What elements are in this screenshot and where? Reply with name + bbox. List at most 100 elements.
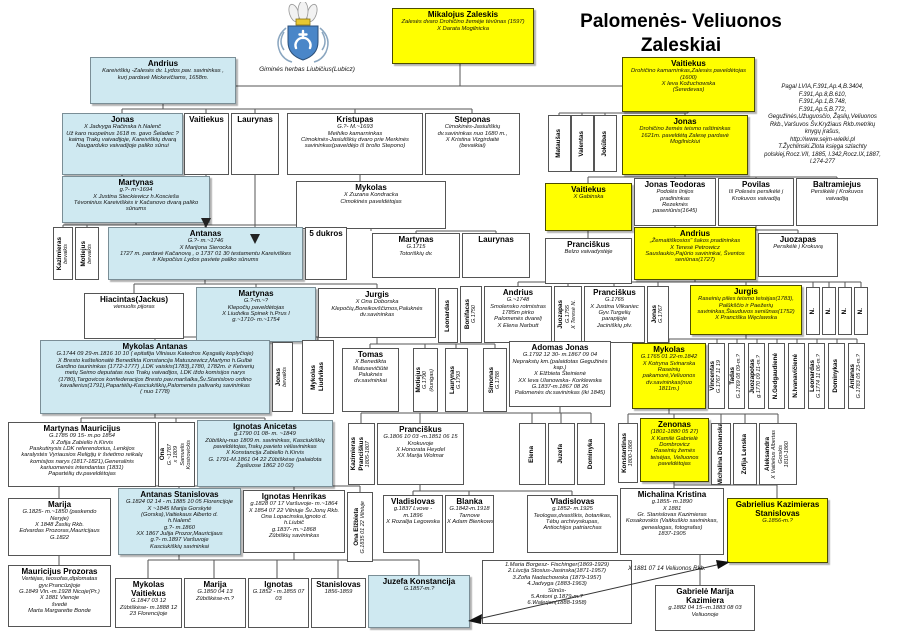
person-detail: G.?- m.~1746 bbox=[187, 238, 224, 245]
person-detail: Kasciukiškių savininkai bbox=[150, 543, 209, 550]
references-note: Pagal LVIA,F.391,Ap.4,B.3404, F.391,Ap.8… bbox=[764, 84, 881, 165]
person-detail: 1785m pirko bbox=[502, 309, 534, 316]
crest-caption: Giminės herbas Liubičius(Lubicz) bbox=[259, 66, 355, 73]
person-detail: (Šeredevas) bbox=[672, 87, 705, 94]
person-name: Ignotas Henrikas bbox=[261, 492, 327, 501]
person-detail: Kareiviškių -Zalesės dv. Lydos pav. savi… bbox=[102, 68, 224, 75]
person-detail: G.1765 01 22-m.1842 bbox=[640, 354, 698, 361]
person-detail: G.1842-m.1918 bbox=[449, 506, 490, 513]
person-name: Hiacintas(Jackus) bbox=[99, 295, 169, 304]
person-box-dominyka-v: Dominyka bbox=[577, 423, 605, 485]
person-detail: X Gabinska bbox=[573, 194, 604, 201]
person-detail: X 1848 Žaslių Rkb. bbox=[35, 521, 84, 528]
person-detail: Žąsliuose 1862 10 02) bbox=[236, 463, 294, 470]
person-box-kosakovskiai-list: 1.Maria Borgesz- Fischinger(1869-1929)2.… bbox=[482, 560, 632, 624]
person-detail: (bevaikiai) bbox=[459, 143, 486, 150]
person-name: Martynas bbox=[398, 235, 434, 244]
person-box-elena-v: Elena bbox=[519, 423, 546, 485]
person-detail: Klepočių paveldėtojas bbox=[227, 304, 285, 311]
person-name: Andrius bbox=[147, 59, 179, 68]
person-name: N. bbox=[840, 307, 848, 315]
person-detail: Raseinių žemės bbox=[653, 448, 696, 455]
person-detail: G.1852 - m.1855 07 bbox=[252, 589, 305, 596]
person-detail: X Rozalija Legowska bbox=[386, 518, 440, 525]
person-name: Ignotas bbox=[264, 580, 293, 589]
person-detail: G.1837-m.1867 08 26 bbox=[531, 384, 589, 391]
person-detail: Drohičino žemės teismo raštininkas bbox=[639, 126, 731, 133]
person-box-ivanaviciene-v: N.Ivanavičienė bbox=[788, 343, 805, 409]
person-detail: X Zuzana Kondracka bbox=[343, 192, 399, 199]
person-box-laurynas-r4: Laurynas bbox=[462, 233, 530, 278]
person-detail: X 1854 07 22 Vilniuje Šv.Jonų Rkb. bbox=[248, 507, 340, 514]
person-detail: X Kotryna Svinarska bbox=[642, 360, 696, 367]
person-name: Jonas bbox=[673, 117, 697, 126]
person-detail: Antiochijos patriarchas bbox=[543, 525, 602, 532]
person-detail: x 1809 bbox=[173, 446, 180, 463]
person-detail: X Kamilė Gabrielė bbox=[651, 435, 698, 442]
person-name: Ona Elžbieta bbox=[352, 508, 360, 546]
person-name: Vladislovas bbox=[390, 497, 436, 506]
person-name: Juozapas bbox=[557, 300, 565, 329]
person-detail: vienuolis pijoras bbox=[113, 304, 155, 311]
person-detail: Liudvikas bbox=[317, 362, 325, 392]
person-detail: karalystės Vyriausios Religijų ir švieti… bbox=[21, 452, 143, 459]
person-detail: komisijos narys (1817-1821),Generalinis bbox=[30, 458, 134, 465]
person-name: N. bbox=[824, 307, 832, 315]
person-detail: Raseinių pilies teismo teisėjas(1783), bbox=[698, 296, 794, 303]
person-detail: 1856-1859 bbox=[324, 589, 353, 596]
person-detail: Neryje) bbox=[50, 515, 69, 522]
person-name: Steponas bbox=[454, 115, 491, 124]
person-detail: Gardino taurininkas (1772-1777) ,LDK vai… bbox=[55, 363, 255, 370]
person-detail: g.?- m~1694 bbox=[119, 187, 153, 194]
person-detail: Matusevičiūtė bbox=[352, 365, 389, 372]
person-detail: Neprakstų km.(palaidotas Gegužinės bbox=[512, 358, 608, 365]
person-detail: 1837-1905 bbox=[658, 531, 686, 538]
person-detail: Naugarduko vaivadijoje paliko sūnui bbox=[76, 143, 169, 150]
person-name: Leonardas bbox=[443, 299, 451, 332]
person-detail: Tėvoninius Kareiviškės ir Kačanovo dvarą… bbox=[73, 199, 199, 206]
person-detail: bevaikis bbox=[282, 367, 289, 387]
person-name: Pranciškus bbox=[567, 240, 610, 249]
person-box-jokubas: Jokūbas bbox=[594, 115, 617, 172]
person-detail: Cimokinės-Jasiuliškių bbox=[444, 124, 501, 131]
person-name: Mykolas bbox=[355, 183, 387, 192]
person-detail: G.1767 bbox=[657, 305, 664, 324]
person-detail: G.1783 05 23-m.? bbox=[856, 353, 863, 399]
person-detail: švedė bbox=[51, 601, 68, 608]
person-name: Jonas bbox=[110, 115, 135, 124]
person-detail: X Elžbieta Šteinienė bbox=[534, 371, 586, 378]
person-name: Ignotas Anicetas bbox=[233, 422, 297, 431]
person-detail: G.1849 Vln.-m.1928 Nicoje(Pr.) bbox=[19, 588, 100, 595]
person-name: Simonas bbox=[487, 366, 495, 394]
person-name: Dominykas bbox=[832, 359, 840, 393]
person-detail: Mogilnickiui bbox=[670, 138, 700, 145]
person-detail: g.1855- m.1890 bbox=[651, 499, 693, 506]
person-detail: X 1881 bbox=[662, 505, 682, 512]
person-name: Adomas Jonas bbox=[531, 343, 589, 352]
